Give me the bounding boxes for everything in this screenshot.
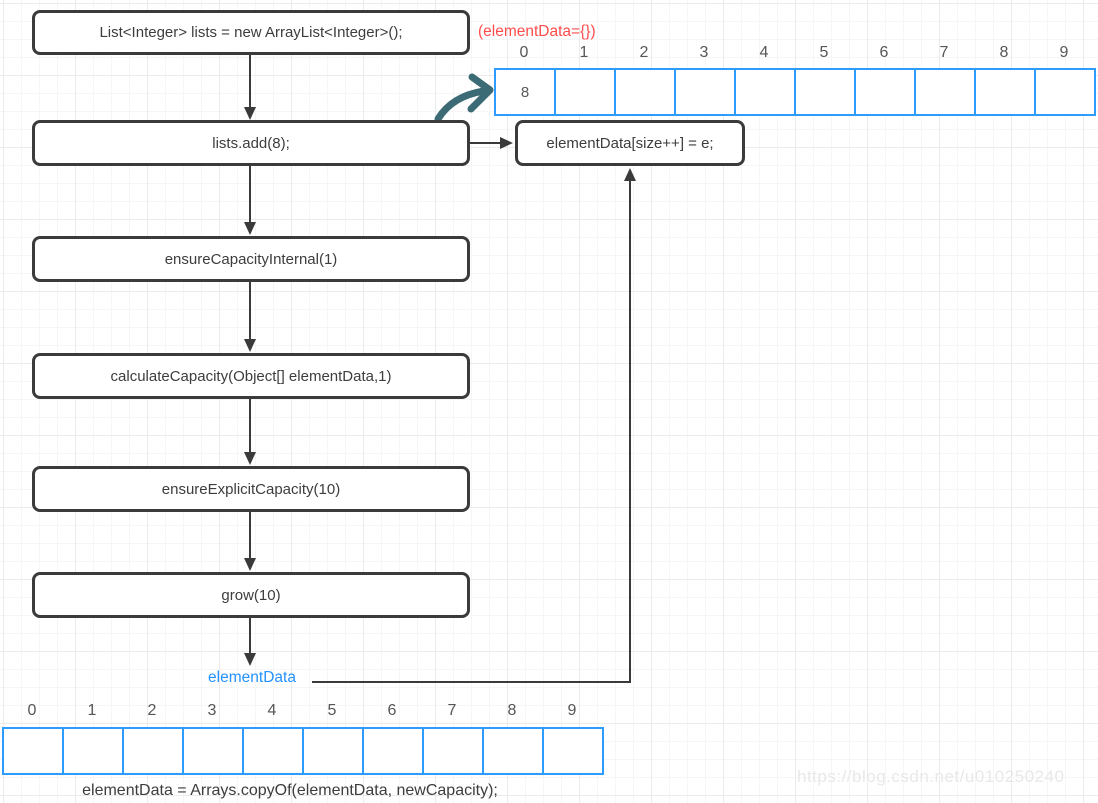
array-index-label: 9 (1059, 44, 1069, 61)
array-index-label: 3 (699, 44, 709, 61)
array-cell (242, 727, 304, 775)
array-index-label: 0 (27, 702, 37, 719)
arrowhead-down-icon (244, 107, 256, 120)
assign-statement-box: elementData[size++] = e; (515, 120, 745, 166)
arrowhead-down-icon (244, 452, 256, 465)
array-cell (482, 727, 544, 775)
array-cell (542, 727, 604, 775)
bottom-array-indices: 0 1 2 3 4 5 6 7 8 9 (2, 702, 602, 720)
array-index-label: 2 (147, 702, 157, 719)
array-cell (974, 68, 1036, 116)
flow-step-label: List<Integer> lists = new ArrayList<Inte… (99, 24, 403, 41)
flow-step-label: calculateCapacity(Object[] elementData,1… (110, 367, 392, 385)
bottom-array (2, 727, 604, 775)
array-cell (122, 727, 184, 775)
array-cell (554, 68, 616, 116)
array-cell (854, 68, 916, 116)
watermark-url: https://blog.csdn.net/u010250240 (797, 767, 1065, 786)
sketch-arrow-shaft (434, 87, 488, 123)
array-cell (1034, 68, 1096, 116)
array-cell: 8 (494, 68, 556, 116)
assign-statement-label: elementData[size++] = e; (546, 134, 714, 152)
array-cell (734, 68, 796, 116)
flow-step-grow: grow(10) (32, 572, 470, 618)
array-index-label: 2 (639, 44, 649, 61)
array-index-label: 1 (87, 702, 97, 719)
arrowhead-down-icon (244, 558, 256, 571)
label-element-data: elementData (208, 669, 296, 686)
flow-step-ensure-capacity-internal: ensureCapacityInternal(1) (32, 236, 470, 282)
arrowhead-right-icon (500, 137, 513, 149)
array-cell (614, 68, 676, 116)
flow-step-ensure-explicit-capacity: ensureExplicitCapacity(10) (32, 466, 470, 512)
annotation-element-data-empty: (elementData={}) (478, 23, 596, 40)
array-cell (302, 727, 364, 775)
array-cell (674, 68, 736, 116)
array-index-label: 8 (507, 702, 517, 719)
array-index-label: 7 (447, 702, 457, 719)
array-cell (182, 727, 244, 775)
array-index-label: 6 (387, 702, 397, 719)
array-index-label: 5 (819, 44, 829, 61)
arrowhead-down-icon (244, 653, 256, 666)
arrowhead-down-icon (244, 339, 256, 352)
array-index-label: 3 (207, 702, 217, 719)
array-cell (62, 727, 124, 775)
array-cell (794, 68, 856, 116)
caption-arrays-copyof: elementData = Arrays.copyOf(elementData,… (82, 782, 498, 799)
array-index-label: 1 (579, 44, 589, 61)
flow-step-label: ensureExplicitCapacity(10) (161, 480, 341, 498)
top-array: 8 (494, 68, 1096, 116)
arrowhead-up-icon (624, 168, 636, 181)
array-cell (914, 68, 976, 116)
array-cell (362, 727, 424, 775)
array-cell (2, 727, 64, 775)
flow-step-declaration: List<Integer> lists = new ArrayList<Inte… (32, 10, 470, 55)
array-cell (422, 727, 484, 775)
flow-step-calculate-capacity: calculateCapacity(Object[] elementData,1… (32, 353, 470, 399)
array-index-label: 4 (267, 702, 277, 719)
top-array-indices: 0 1 2 3 4 5 6 7 8 9 (494, 44, 1094, 62)
flow-step-label: grow(10) (221, 586, 281, 604)
array-index-label: 0 (519, 44, 529, 61)
array-index-label: 9 (567, 702, 577, 719)
array-index-label: 4 (759, 44, 769, 61)
flow-step-label: ensureCapacityInternal(1) (164, 250, 338, 268)
arrowhead-down-icon (244, 222, 256, 235)
flow-step-add: lists.add(8); (32, 120, 470, 166)
array-index-label: 7 (939, 44, 949, 61)
array-index-label: 5 (327, 702, 337, 719)
flow-step-label: lists.add(8); (212, 134, 290, 152)
array-index-label: 6 (879, 44, 889, 61)
sketch-arrow-head-icon (467, 73, 494, 113)
array-index-label: 8 (999, 44, 1009, 61)
